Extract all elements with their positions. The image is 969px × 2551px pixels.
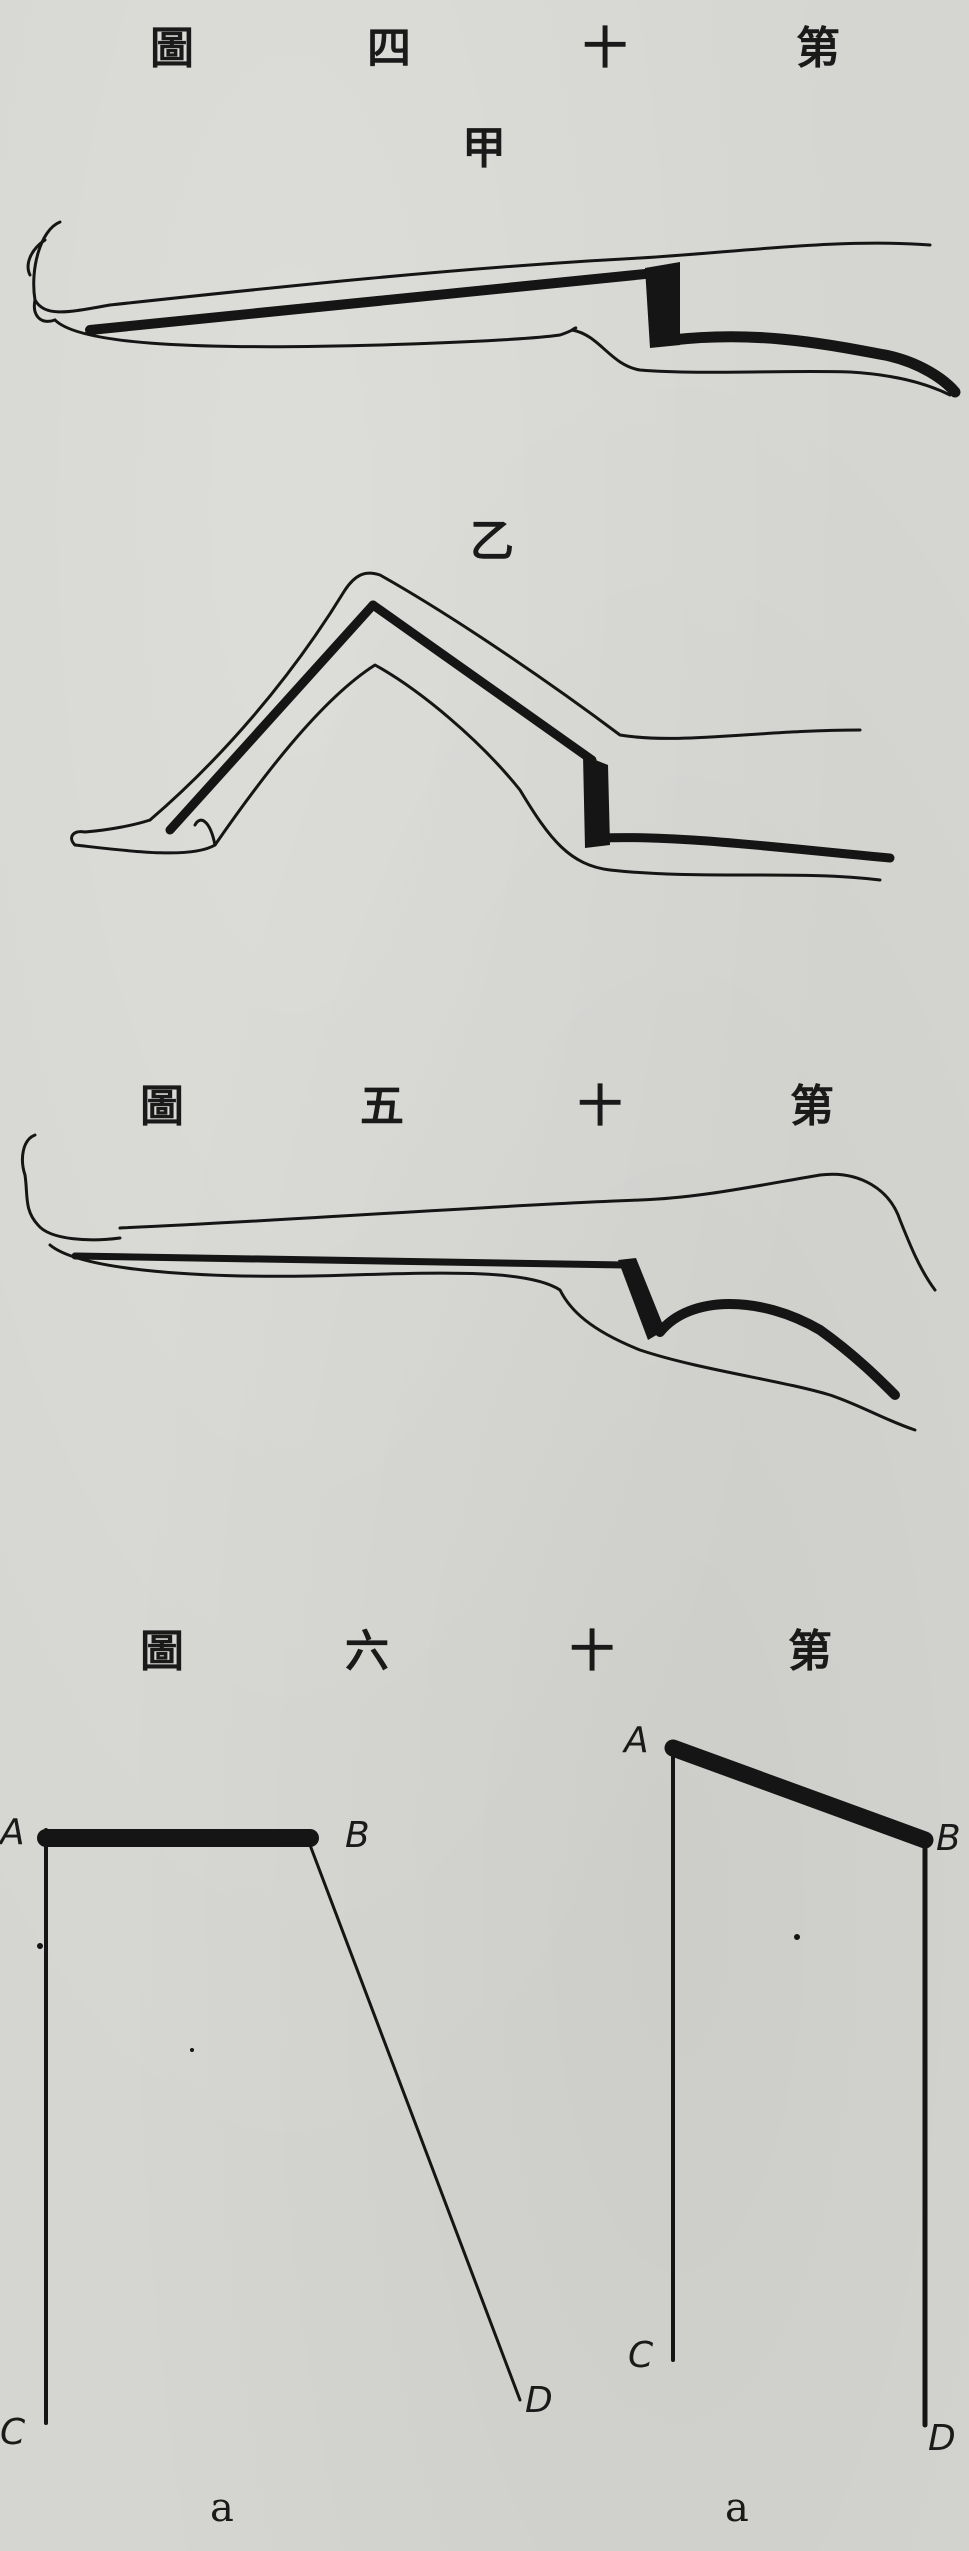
figure-60-right-diagram: [673, 1745, 925, 2425]
figure-60-right-dot: [794, 1934, 800, 1940]
figure-60-left-speck: [190, 2048, 194, 2052]
figure-60-left-label-B: B: [345, 1815, 370, 1856]
figure-60-right-label-A: A: [624, 1720, 649, 1761]
figure-40b-splint-thigh-upper: [373, 605, 592, 760]
figure-50-leg-drawing: [22, 1135, 935, 1430]
figure-50-leg-lower-outline: [50, 1245, 915, 1430]
figure-40b-foot: [72, 820, 215, 845]
figure-40b-splint-thigh: [600, 838, 890, 858]
figure-50-splint-main: [75, 1256, 625, 1265]
figure-60-left-dot: [37, 1943, 43, 1949]
figure-40a-leg-upper-outline: [34, 222, 930, 312]
figure-60-right-caption: a: [725, 2485, 749, 2531]
figure-40a-splint-main: [90, 272, 665, 330]
figure-40b-splint-shin: [170, 605, 373, 830]
figure-50-foot: [22, 1135, 120, 1240]
figure-60-left-caption: a: [210, 2485, 234, 2531]
figure-40a-foot-toes: [28, 240, 55, 321]
figure-60-left-label-D: D: [525, 2380, 553, 2421]
figure-50-leg-upper-outline: [120, 1174, 935, 1290]
figure-60-right-bar-AB: [673, 1748, 925, 1840]
figure-40a-splint-thigh: [672, 337, 955, 392]
figure-60-right-label-C: C: [628, 2335, 653, 2376]
figure-40b-leg-drawing: [72, 573, 890, 880]
figure-60-left-label-A: A: [0, 1812, 25, 1853]
figure-60-left-line-BD: [310, 1845, 520, 2400]
figure-60-left-label-C: C: [0, 2412, 25, 2453]
figure-60-left-diagram: [37, 1830, 520, 2423]
figure-60-right-label-B: B: [936, 1818, 961, 1859]
figure-40a-leg-lower-outline: [55, 320, 950, 395]
figure-40a-leg-drawing: [28, 222, 955, 395]
figure-60-right-label-D: D: [928, 2418, 956, 2459]
